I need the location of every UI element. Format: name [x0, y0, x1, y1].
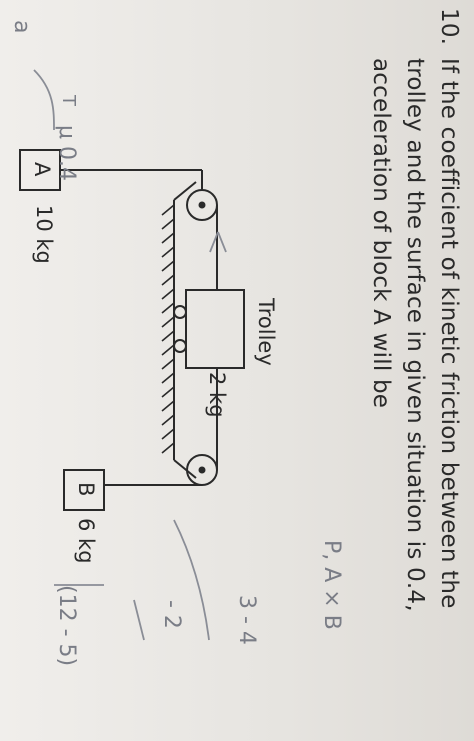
handwritten-t: T: [58, 95, 79, 106]
right-support: [173, 459, 197, 479]
handwritten-note-1: P, A × B: [319, 540, 344, 630]
trolley-body: [185, 289, 245, 369]
block-a-mass: 10 kg: [32, 205, 56, 264]
pencil-marks: [33, 69, 227, 641]
trolley-mass-label: 2 kg: [205, 372, 229, 418]
right-pulley-axle: [198, 466, 206, 474]
handwritten-note-2: 3 - 4: [234, 595, 259, 645]
block-b-letter: B: [74, 482, 98, 497]
left-support: [173, 181, 197, 201]
block-a-letter: A: [30, 162, 54, 177]
table-hatching: [161, 204, 175, 454]
handwritten-a: a: [9, 20, 34, 34]
block-b: [63, 469, 105, 511]
trolley-wheel-right: [173, 339, 187, 353]
trolley-label: Trolley: [254, 298, 278, 366]
block-a: [19, 149, 61, 191]
handwritten-mu: μ 0.4: [54, 125, 79, 181]
handwritten-note-4: (12 - 5): [54, 585, 79, 667]
trolley-wheel-left: [173, 305, 187, 319]
block-b-mass: 6 kg: [74, 518, 98, 564]
handwritten-note-3: - 2: [159, 600, 184, 629]
left-pulley-axle: [198, 201, 206, 209]
tension-arrow-mark: [209, 231, 227, 253]
